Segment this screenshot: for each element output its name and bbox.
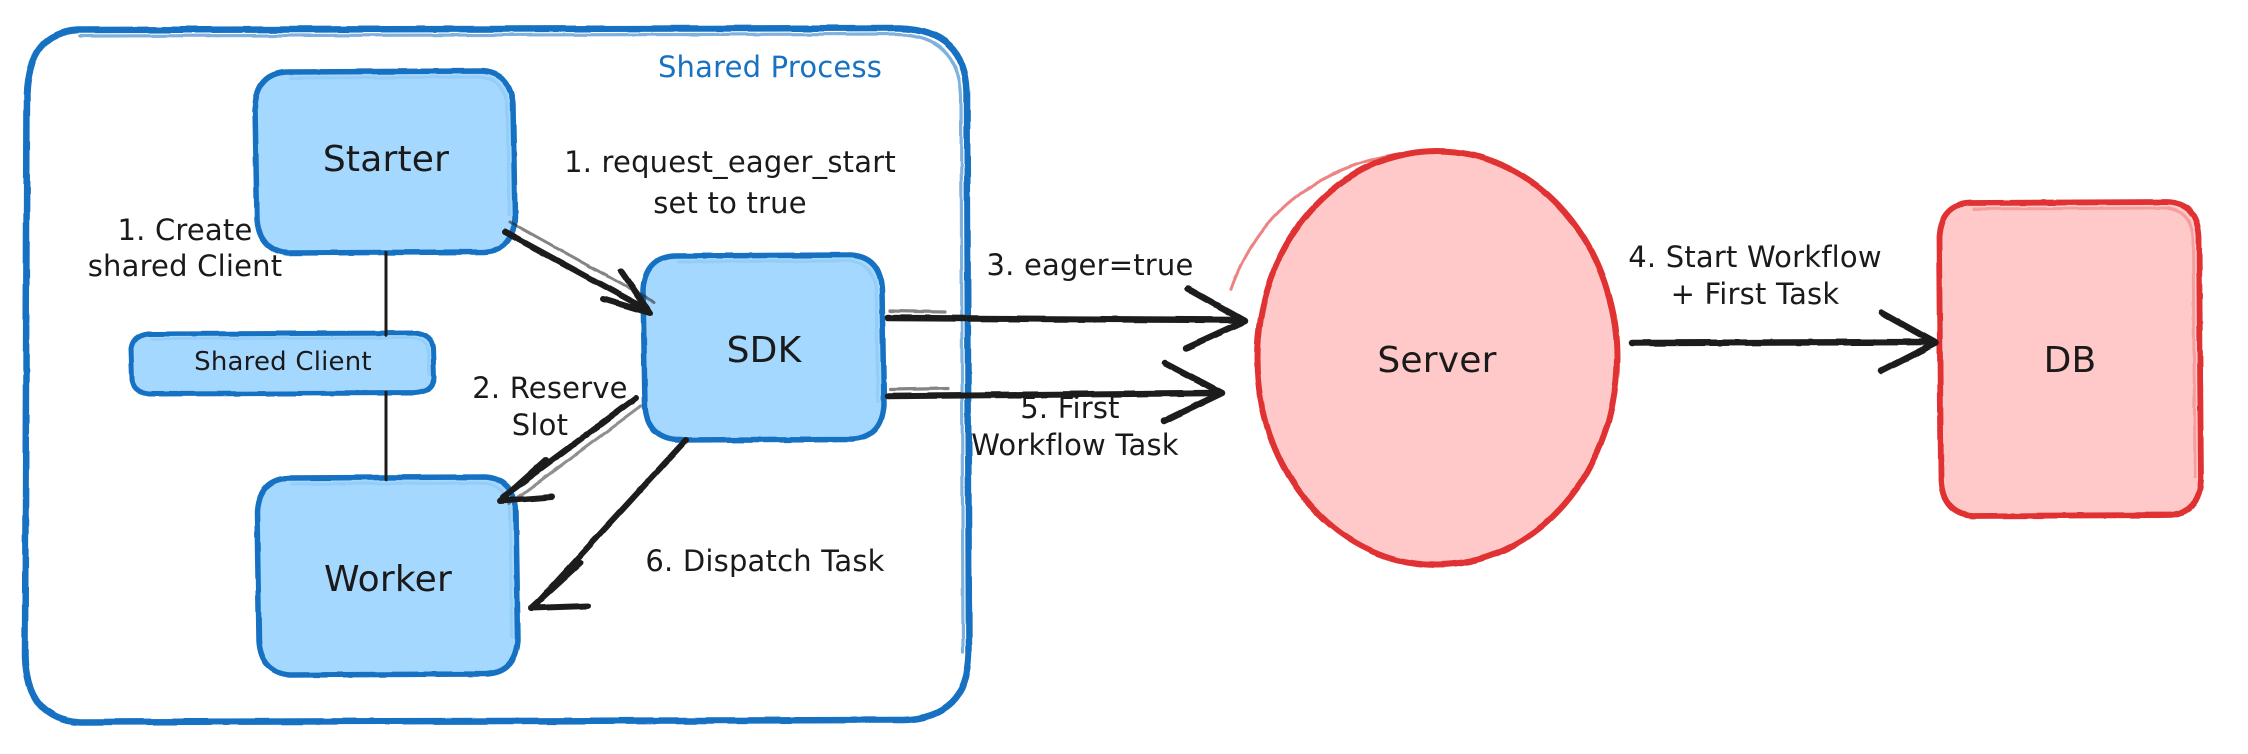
- edge-label-start-workflow-line1: 4. Start Workflow: [1628, 240, 1882, 274]
- edge-create-shared-client: [382, 250, 390, 481]
- edge-eager-true: [884, 285, 1249, 352]
- node-worker-label: Worker: [323, 559, 453, 600]
- edge-label-first-workflow-task-line2: Workflow Task: [971, 428, 1179, 462]
- node-db[interactable]: [1936, 199, 2204, 519]
- edge-label-request-eager-start-line2: set to true: [653, 186, 807, 220]
- shared-process-container: [21, 24, 973, 726]
- node-starter-label: Starter: [322, 139, 450, 180]
- shared-process-title: Shared Process: [657, 50, 883, 84]
- node-starter[interactable]: [252, 68, 518, 256]
- edge-label-reserve-slot-line1: 2. Reserve: [472, 371, 628, 405]
- edge-label-start-workflow-line2: + First Task: [1670, 277, 1840, 311]
- node-server[interactable]: [1229, 148, 1620, 568]
- edge-label-eager-true: 3. eager=true: [986, 248, 1194, 282]
- node-shared-client[interactable]: [128, 330, 437, 397]
- edge-label-dispatch-task: 6. Dispatch Task: [645, 544, 885, 578]
- node-db-label: DB: [2043, 340, 2097, 381]
- node-sdk[interactable]: [640, 252, 887, 443]
- node-shared-client-label: Shared Client: [194, 347, 372, 377]
- edge-first-workflow-task: [884, 359, 1226, 425]
- edge-request-eager-start: [502, 220, 656, 316]
- edge-label-create-shared-client-line2: shared Client: [87, 249, 283, 283]
- edge-label-reserve-slot-line2: Slot: [511, 408, 569, 442]
- edge-start-workflow: [1628, 309, 1940, 375]
- node-server-label: Server: [1377, 340, 1497, 381]
- edge-dispatch-task: [528, 437, 689, 611]
- node-sdk-label: SDK: [726, 330, 802, 371]
- edge-label-create-shared-client-line1: 1. Create: [117, 213, 253, 247]
- edge-reserve-slot: [497, 395, 643, 506]
- edge-label-request-eager-start-line1: 1. request_eager_start: [564, 145, 896, 179]
- edge-label-first-workflow-task-line1: 5. First: [1020, 391, 1120, 425]
